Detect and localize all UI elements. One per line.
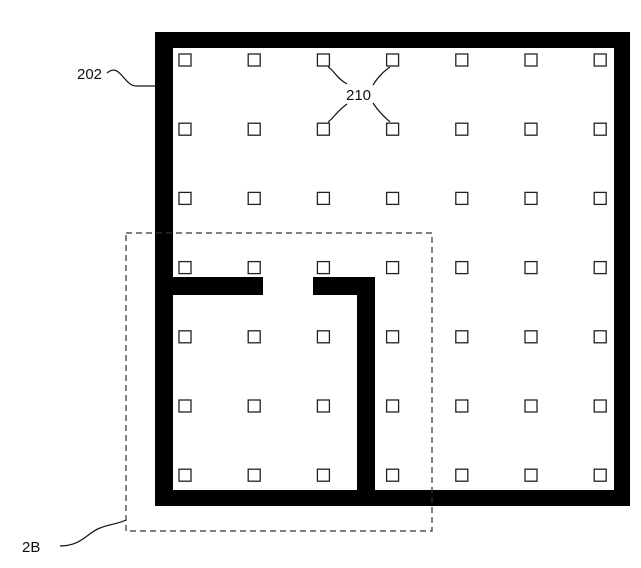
marker-square — [385, 260, 400, 275]
marker-square — [455, 399, 469, 413]
marker-square — [593, 330, 607, 344]
marker-square — [455, 260, 469, 275]
marker-square — [316, 260, 331, 275]
leader-lines-210 — [327, 66, 391, 123]
marker-square — [455, 330, 469, 344]
leader-210-top-right — [372, 66, 391, 86]
marker-square — [247, 260, 261, 275]
marker-square — [247, 53, 261, 67]
leader-line-202 — [106, 69, 155, 87]
marker-square — [247, 399, 261, 413]
marker-square — [385, 191, 400, 206]
marker-square — [524, 260, 538, 275]
marker-square — [316, 53, 331, 67]
marker-square — [524, 122, 538, 136]
marker-square — [316, 330, 331, 344]
outer-wall-right — [614, 32, 630, 506]
marker-grid — [178, 53, 607, 482]
marker-square — [524, 399, 538, 413]
marker-square — [316, 191, 331, 206]
marker-square — [247, 330, 261, 344]
label-2B: 2B — [22, 539, 40, 556]
marker-square — [524, 191, 538, 206]
outer-wall-left — [155, 32, 173, 506]
outer-wall — [155, 32, 630, 506]
marker-square — [178, 122, 192, 136]
marker-square — [385, 399, 400, 413]
marker-square — [593, 399, 607, 413]
marker-square — [385, 468, 400, 482]
marker-square — [178, 191, 192, 206]
marker-square — [455, 53, 469, 67]
marker-square — [455, 191, 469, 206]
partition-left-segment — [173, 277, 263, 295]
marker-square — [524, 330, 538, 344]
leader-210-bottom-left — [327, 103, 348, 123]
marker-square — [455, 122, 469, 136]
marker-square — [385, 53, 400, 67]
marker-square — [593, 122, 607, 136]
marker-square — [178, 53, 192, 67]
marker-square — [455, 468, 469, 482]
marker-square — [178, 330, 192, 344]
marker-square — [178, 468, 192, 482]
marker-square — [593, 468, 607, 482]
marker-square — [247, 191, 261, 206]
leader-210-top-left — [327, 66, 348, 85]
marker-square — [385, 330, 400, 344]
marker-square — [316, 468, 331, 482]
marker-square — [385, 122, 400, 136]
label-210: 210 — [346, 87, 371, 104]
marker-square — [247, 468, 261, 482]
label-202: 202 — [77, 66, 102, 83]
marker-square — [524, 468, 538, 482]
leader-line-2B — [59, 519, 127, 547]
interior-walls — [173, 277, 375, 490]
marker-square — [316, 122, 331, 136]
marker-square — [178, 260, 192, 275]
leader-210-bottom-right — [372, 102, 391, 123]
outer-wall-top — [155, 32, 630, 48]
marker-square — [593, 191, 607, 206]
marker-square — [247, 122, 261, 136]
outer-wall-bottom — [155, 490, 630, 506]
marker-square — [178, 399, 192, 413]
detail-region-outline — [125, 232, 433, 532]
marker-square — [593, 53, 607, 67]
partition-vertical-segment — [357, 277, 375, 490]
marker-square — [593, 260, 607, 275]
marker-square — [524, 53, 538, 67]
marker-square — [316, 399, 331, 413]
